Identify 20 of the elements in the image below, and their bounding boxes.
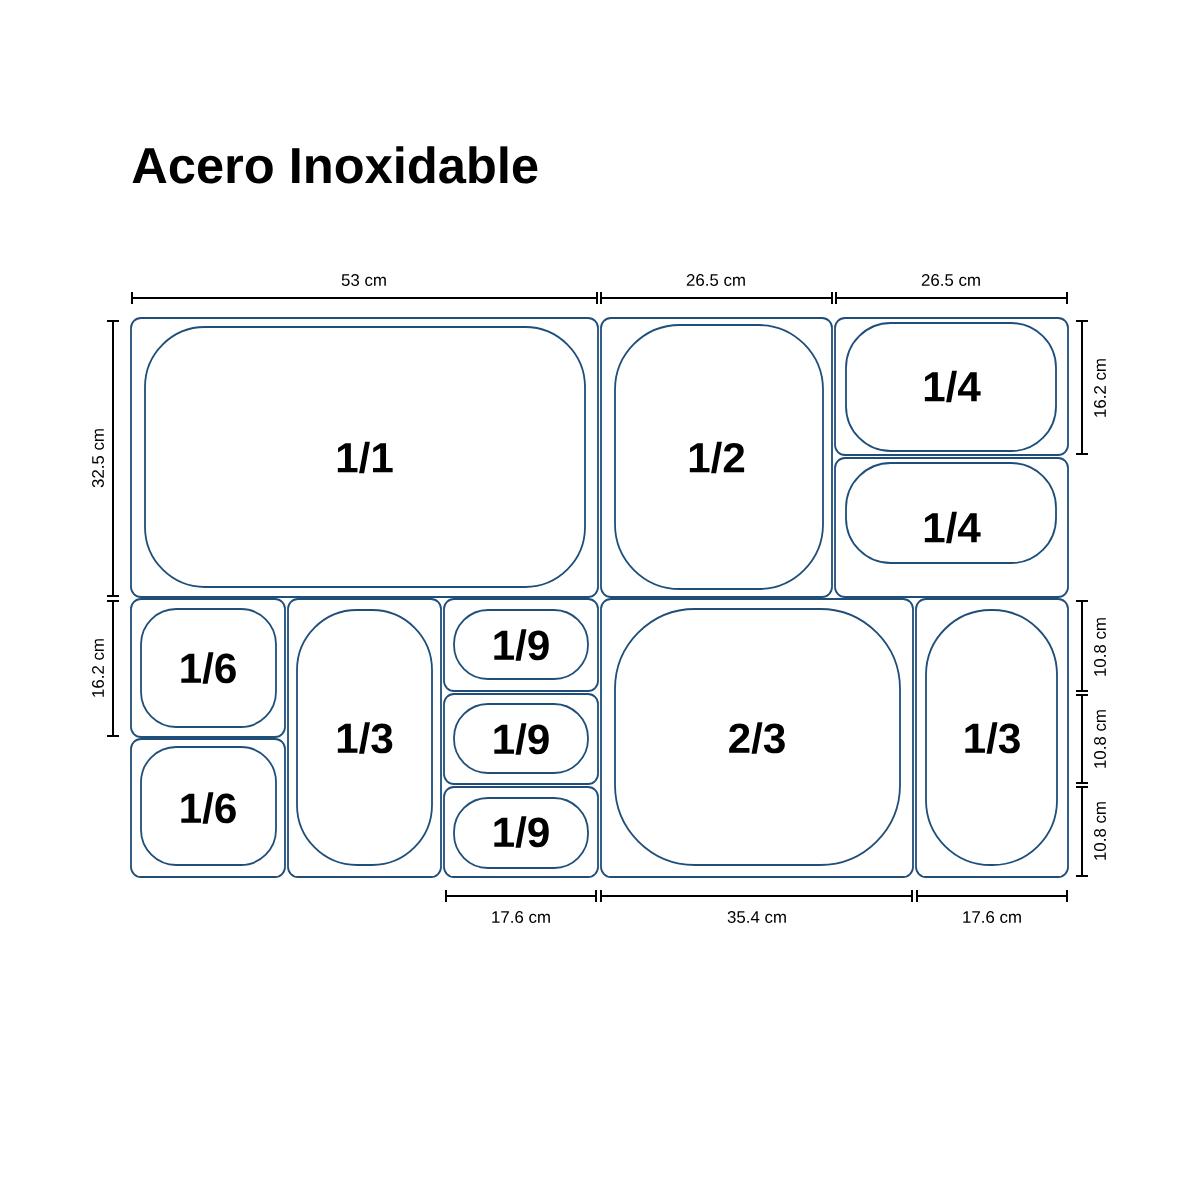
dimension-label: 16.2 cm <box>92 639 104 697</box>
dimension-label: 17.6 cm <box>963 911 1021 923</box>
dimension-label: 16.2 cm <box>1094 359 1106 417</box>
food-pan: 1/9 <box>443 598 599 692</box>
food-pan: 1/2 <box>600 317 833 598</box>
food-pan: 1/4 <box>834 457 1069 598</box>
dimension-label: 32.5 cm <box>92 429 104 488</box>
title: Acero Inoxidable <box>132 146 538 184</box>
food-pan: 2/3 <box>600 598 914 878</box>
dimension-label: 10.8 cm <box>1094 618 1106 676</box>
dimension-label: 17.6 cm <box>492 911 550 923</box>
dimension-label: 10.8 cm <box>1094 802 1106 860</box>
food-pan: 1/3 <box>287 598 442 878</box>
food-pan: 1/1 <box>130 317 599 598</box>
food-pan: 1/3 <box>915 598 1069 878</box>
food-pan: 1/9 <box>443 693 599 785</box>
food-pan: 1/6 <box>130 598 286 738</box>
food-pan: 1/4 <box>834 317 1069 456</box>
food-pan: 1/9 <box>443 786 599 878</box>
food-pan: 1/6 <box>130 738 286 878</box>
